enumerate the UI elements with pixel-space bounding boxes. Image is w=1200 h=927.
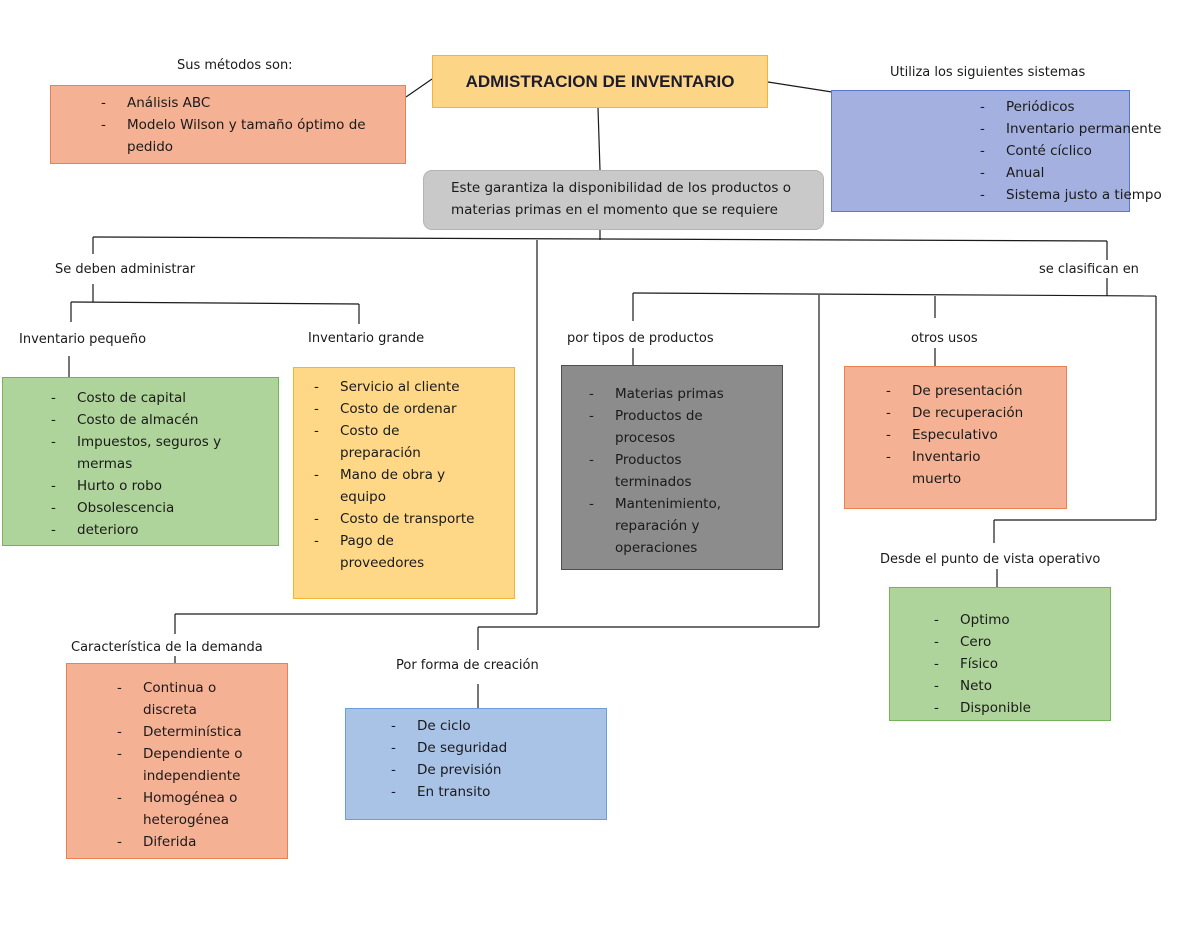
creation-item: En transito <box>391 781 596 803</box>
operative-item: Cero <box>934 631 1100 653</box>
systems-box: Periódicos Inventario permanente Conté c… <box>831 90 1162 212</box>
demand-label: Característica de la demanda <box>71 640 263 655</box>
creation-item: De ciclo <box>391 715 596 737</box>
product-types-box: Materias primas Productos de procesos Pr… <box>561 365 783 570</box>
large-inventory-item: Pago de proveedores <box>314 530 450 574</box>
other-uses-box: De presentación De recuperación Especula… <box>844 366 1067 509</box>
small-inventory-label: Inventario pequeño <box>19 332 147 347</box>
other-uses-label: otros usos <box>911 331 978 346</box>
large-inventory-label: Inventario grande <box>308 331 425 346</box>
methods-label: Sus métodos son: <box>177 58 293 73</box>
product-types-item: Mantenimiento, reparación y operaciones <box>589 493 740 559</box>
creation-item: De previsión <box>391 759 596 781</box>
product-types-label: por tipos de productos <box>567 331 714 346</box>
administrar-label: Se deben administrar <box>55 262 196 277</box>
large-inventory-item: Servicio al cliente <box>314 376 488 398</box>
main-title: ADMISTRACION DE INVENTARIO <box>432 55 768 108</box>
small-inventory-item: deterioro <box>51 519 268 541</box>
other-uses-item: De recuperación <box>886 402 1056 424</box>
large-inventory-box: Servicio al cliente Costo de ordenar Cos… <box>293 367 515 599</box>
small-inventory-item: Costo de capital <box>51 387 268 409</box>
other-uses-item: Inventario muerto <box>886 446 992 490</box>
small-inventory-item: Obsolescencia <box>51 497 268 519</box>
product-types-item: Materias primas <box>589 383 770 405</box>
product-types-item: Productos de procesos <box>589 405 715 449</box>
systems-item: Anual <box>980 162 1129 184</box>
operative-item: Optimo <box>934 609 1100 631</box>
systems-item: Sistema justo a tiempo <box>980 184 1162 206</box>
creation-label: Por forma de creación <box>396 658 539 673</box>
demand-box: Continua o discreta Determinística Depen… <box>66 663 288 859</box>
classify-label: se clasifican en <box>1039 262 1139 277</box>
operative-item: Disponible <box>934 697 1100 719</box>
demand-item: Continua o discreta <box>117 677 228 721</box>
demand-item: Homogénea o heterogénea <box>117 787 248 831</box>
large-inventory-item: Costo de transporte <box>314 508 488 530</box>
creation-box: De ciclo De seguridad De previsión En tr… <box>345 708 607 820</box>
systems-label: Utiliza los siguientes sistemas <box>890 65 1086 80</box>
demand-item: Determinística <box>117 721 277 743</box>
large-inventory-item: Costo de ordenar <box>314 398 488 420</box>
small-inventory-item: Costo de almacén <box>51 409 268 431</box>
methods-item: Análisis ABC <box>101 92 395 114</box>
large-inventory-item: Mano de obra y equipo <box>314 464 460 508</box>
creation-item: De seguridad <box>391 737 596 759</box>
operative-box: Optimo Cero Físico Neto Disponible <box>889 587 1111 721</box>
small-inventory-item: Impuestos, seguros y mermas <box>51 431 268 475</box>
methods-box: Análisis ABC Modelo Wilson y tamaño ópti… <box>50 85 406 164</box>
small-inventory-box: Costo de capital Costo de almacén Impues… <box>2 377 279 546</box>
other-uses-item: De presentación <box>886 380 1056 402</box>
demand-item: Dependiente o independiente <box>117 743 258 787</box>
product-types-item: Productos terminados <box>589 449 715 493</box>
demand-item: Diferida <box>117 831 277 853</box>
systems-item: Conté cíclico <box>980 140 1129 162</box>
operative-item: Neto <box>934 675 1100 697</box>
central-statement: Este garantiza la disponibilidad de los … <box>423 170 824 230</box>
small-inventory-item: Hurto o robo <box>51 475 268 497</box>
systems-item: Periódicos <box>980 96 1129 118</box>
systems-item: Inventario permanente <box>980 118 1161 140</box>
other-uses-item: Especulativo <box>886 424 1056 446</box>
large-inventory-item: Costo de preparación <box>314 420 450 464</box>
operative-label: Desde el punto de vista operativo <box>880 552 1101 567</box>
methods-item: Modelo Wilson y tamaño óptimo de pedido <box>101 114 395 158</box>
operative-item: Físico <box>934 653 1100 675</box>
